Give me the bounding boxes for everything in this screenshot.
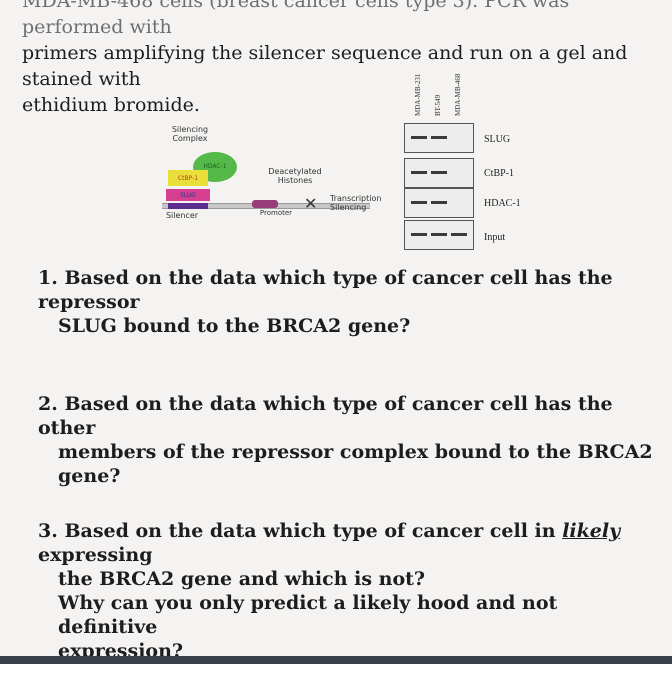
question-2: 2. Based on the data which type of cance… xyxy=(38,392,658,488)
question-2-line-1: 2. Based on the data which type of cance… xyxy=(38,393,613,439)
gel-label-hdac: HDAC-1 xyxy=(484,198,521,209)
gel-label-input: Input xyxy=(484,232,506,243)
band xyxy=(431,136,447,139)
band xyxy=(411,136,427,139)
question-3-line-1c: expressing xyxy=(38,544,153,566)
band xyxy=(451,233,467,236)
silencer-label: Silencer xyxy=(165,211,199,220)
ctbp-label: CtBP-1 xyxy=(177,175,199,182)
silencer-region xyxy=(168,203,208,209)
bottom-strip xyxy=(0,664,672,700)
bottom-divider xyxy=(0,656,672,664)
slug-label: SLUG xyxy=(180,192,196,199)
intro-line-3: ethidium bromide. xyxy=(22,94,200,116)
gel-figure: MDA-MB-231 BT-549 MDA-MB-468 SLUG CtBP-1… xyxy=(400,60,620,260)
question-3: 3. Based on the data which type of cance… xyxy=(38,519,658,663)
gel-label-slug: SLUG xyxy=(484,134,511,145)
band xyxy=(411,171,427,174)
cross-icon: ✕ xyxy=(304,194,318,213)
question-1-line-1: 1. Based on the data which type of cance… xyxy=(38,267,613,313)
gel-panel-ctbp xyxy=(404,158,474,188)
question-3-line-3: Why can you only predict a likely hood a… xyxy=(58,592,558,638)
deacetylated-label: Deacetylated Histones xyxy=(268,167,322,185)
lane-header-2: BT-549 xyxy=(434,94,442,116)
gel-label-ctbp: CtBP-1 xyxy=(484,168,515,179)
intro-text: MDA-MB-468 cells (breast cancer cells ty… xyxy=(22,0,662,118)
gel-panel-input xyxy=(404,220,474,250)
nucleosome xyxy=(252,200,278,208)
intro-line-2: primers amplifying the silencer sequence… xyxy=(22,42,628,90)
gel-panel-slug xyxy=(404,123,474,153)
band xyxy=(411,233,427,236)
question-1-line-2: SLUG bound to the BRCA2 gene? xyxy=(58,315,411,337)
silencing-complex-diagram: Silencing Complex HDAC-1 CtBP-1 SLUG Sil… xyxy=(160,120,400,230)
question-3-line-2: the BRCA2 gene and which is not? xyxy=(58,568,426,590)
silencing-complex-label: Silencing Complex xyxy=(171,125,209,143)
band xyxy=(431,201,447,204)
question-3-likely: likely xyxy=(562,520,621,542)
intro-line-1: MDA-MB-468 cells (breast cancer cells ty… xyxy=(22,0,570,38)
ctbp-blob: CtBP-1 xyxy=(168,170,208,186)
slug-blob: SLUG xyxy=(166,189,210,201)
question-3-line-1a: 3. Based on the data which type of cance… xyxy=(38,520,563,542)
question-1: 1. Based on the data which type of cance… xyxy=(38,266,658,338)
band xyxy=(431,171,447,174)
hdac-label: HDAC-1 xyxy=(203,163,227,170)
question-3-line-1: 3. Based on the data which type of cance… xyxy=(38,519,658,567)
gel-panel-hdac xyxy=(404,188,474,218)
band xyxy=(411,201,427,204)
lane-header-3: MDA-MB-468 xyxy=(454,73,462,116)
lane-header-1: MDA-MB-231 xyxy=(414,73,422,116)
transcription-label: Transcription Silencing xyxy=(330,194,382,212)
promoter-label: Promoter xyxy=(259,209,293,217)
question-2-line-2: members of the repressor complex bound t… xyxy=(58,441,653,487)
band xyxy=(431,233,447,236)
